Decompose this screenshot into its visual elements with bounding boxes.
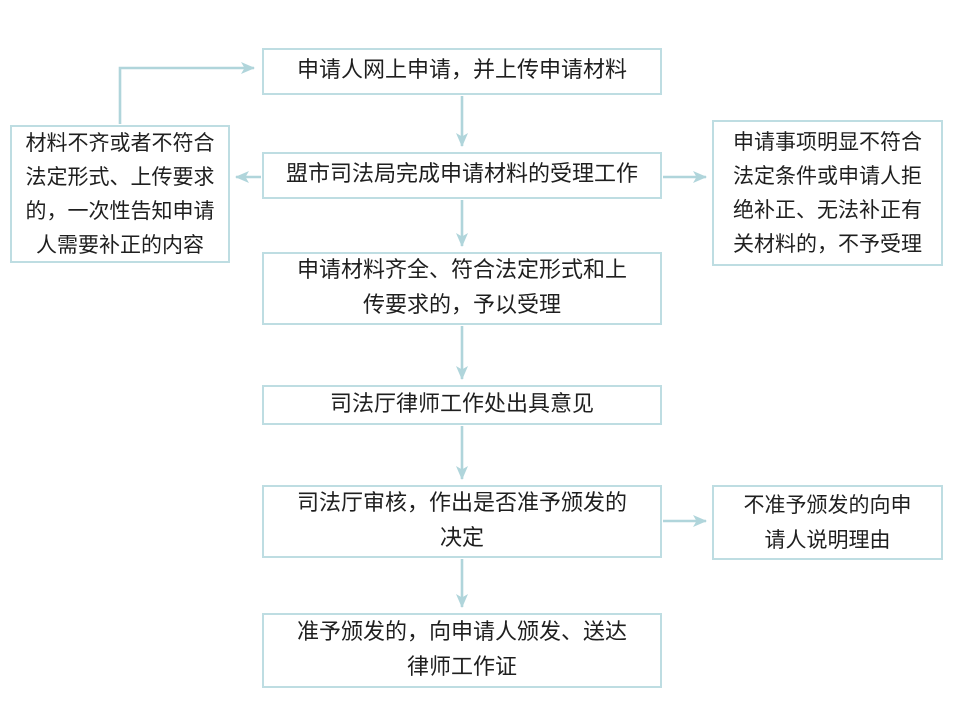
arrow-correction-to-apply: [118, 62, 255, 124]
flow-node-city-bureau-acceptance: 盟市司法局完成申请材料的受理工作: [262, 152, 662, 199]
flow-node-application-accepted: 申请材料齐全、符合法定形式和上 传要求的，予以受理: [262, 252, 662, 325]
flow-node-not-accepted: 申请事项明显不符合 法定条件或申请人拒 绝补正、无法补正有 关材料的，不予受理: [712, 120, 943, 266]
flow-node-explain-refusal-reason: 不准予颁发的向申 请人说明理由: [712, 485, 943, 560]
flow-node-issue-work-certificate: 准予颁发的，向申请人颁发、送达 律师工作证: [262, 613, 662, 688]
flow-node-online-application: 申请人网上申请，并上传申请材料: [262, 48, 662, 95]
flow-node-correction-notice: 材料不齐或者不符合 法定形式、上传要求 的，一次性告知申请 人需要补正的内容: [10, 125, 230, 263]
flow-node-department-review-decision: 司法厅审核，作出是否准予颁发的 决定: [262, 485, 662, 558]
flow-node-lawyer-office-opinion: 司法厅律师工作处出具意见: [262, 385, 662, 425]
